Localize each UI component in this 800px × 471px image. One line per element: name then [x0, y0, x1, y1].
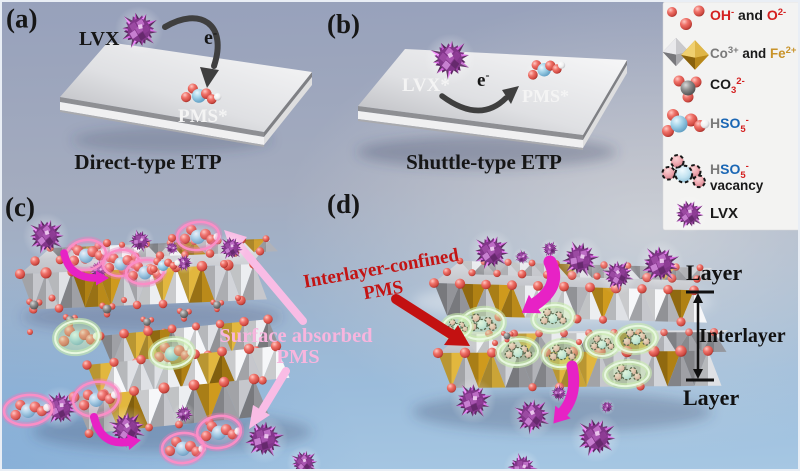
svg-text:HSO5-: HSO5-	[710, 115, 749, 135]
svg-text:Layer: Layer	[683, 385, 739, 410]
svg-text:(c): (c)	[5, 192, 35, 222]
svg-text:(a): (a)	[6, 4, 37, 34]
svg-text:LVX: LVX	[79, 28, 120, 50]
svg-text:(d): (d)	[327, 189, 360, 219]
svg-text:vacancy: vacancy	[710, 178, 764, 193]
svg-text:OH- and O2-: OH- and O2-	[710, 7, 786, 23]
svg-text:Direct-type ETP: Direct-type ETP	[74, 150, 221, 174]
svg-text:LVX: LVX	[710, 205, 738, 222]
svg-text:HSO5-: HSO5-	[710, 161, 749, 181]
svg-text:Interlayer: Interlayer	[699, 325, 786, 347]
svg-text:Layer: Layer	[686, 260, 742, 285]
svg-text:Shuttle-type ETP: Shuttle-type ETP	[406, 150, 562, 174]
svg-text:PMS*: PMS*	[178, 106, 228, 127]
svg-text:Surface absorbed: Surface absorbed	[219, 325, 373, 347]
svg-text:PMS: PMS	[276, 346, 319, 368]
svg-text:CO32-: CO32-	[710, 76, 745, 96]
svg-text:PMS*: PMS*	[522, 86, 569, 106]
svg-text:(b): (b)	[327, 9, 360, 39]
svg-text:LVX*: LVX*	[402, 75, 450, 96]
svg-text:Co3+ and Fe2+: Co3+ and Fe2+	[710, 45, 797, 61]
